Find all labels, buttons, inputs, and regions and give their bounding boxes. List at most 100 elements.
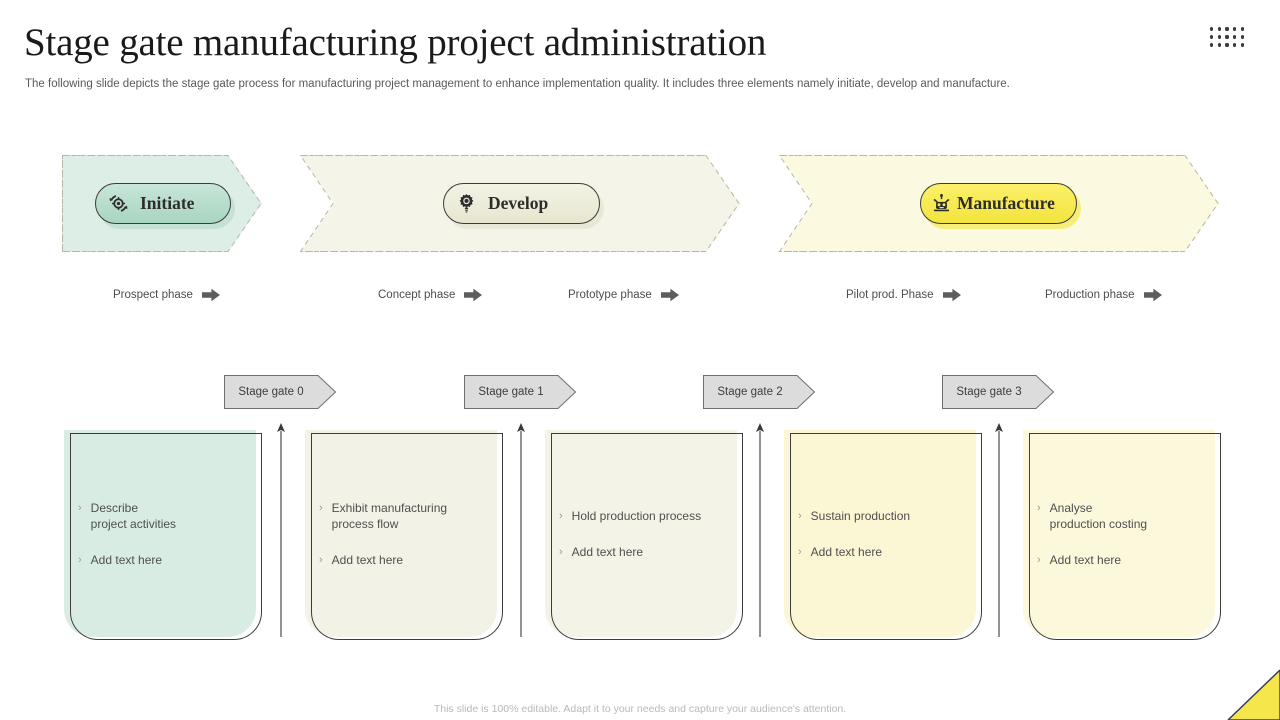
phase-label: Prototype phase bbox=[568, 289, 652, 301]
stage-gate-label: Stage gate 1 bbox=[478, 386, 544, 398]
stage-gate-body bbox=[942, 375, 1054, 409]
arrow-right-icon bbox=[942, 288, 961, 302]
chevron-right-bullet-icon: › bbox=[798, 545, 802, 558]
footer-note: This slide is 100% editable. Adapt it to… bbox=[433, 703, 847, 715]
bullet-text: Hold production process bbox=[571, 508, 702, 523]
stage-gate-body bbox=[464, 375, 576, 409]
chevron-right-bullet-icon: › bbox=[559, 545, 563, 558]
card-fill bbox=[1023, 430, 1215, 637]
stage-band-dashed-outline bbox=[62, 155, 262, 252]
list-item: › Describe project activities bbox=[78, 500, 242, 532]
chevron-right-bullet-icon: › bbox=[78, 553, 82, 566]
list-item: › Add text here bbox=[319, 552, 483, 568]
stage-band-dashed-outline bbox=[300, 155, 740, 252]
phase-item-prospect[interactable]: Prospect phase bbox=[113, 288, 220, 302]
page-title: Stage gate manufacturing project adminis… bbox=[24, 21, 767, 64]
bullet-text: Analyse production costing bbox=[1049, 500, 1148, 531]
stage-band-dashed-outline bbox=[779, 155, 1219, 252]
stage-gate-label: Stage gate 2 bbox=[717, 386, 783, 398]
stage-pill-manufacture[interactable]: Manufacture bbox=[920, 183, 1077, 224]
factory-robot-icon bbox=[933, 194, 950, 212]
bullet-text: Describe project activities bbox=[90, 500, 177, 531]
chevron-right-bullet-icon: › bbox=[798, 509, 802, 522]
stage-gate-outline bbox=[942, 375, 1054, 409]
card-fill bbox=[784, 430, 976, 637]
connector-arrow-1 bbox=[515, 423, 527, 637]
list-item: › Analyse production costing bbox=[1037, 500, 1201, 532]
list-item: › Add text here bbox=[78, 552, 242, 568]
connector-arrow-0 bbox=[275, 423, 287, 637]
arrow-right-icon bbox=[1143, 288, 1162, 302]
card-outline bbox=[790, 433, 982, 640]
process-gear-refresh-icon bbox=[109, 195, 128, 212]
chevron-right-bullet-icon: › bbox=[1037, 553, 1041, 566]
stage-gate-tag-2[interactable]: Stage gate 2 bbox=[703, 375, 815, 409]
card-body: › Describe project activities › Add text… bbox=[78, 430, 242, 637]
card-body: › Analyse production costing › Add text … bbox=[1037, 430, 1201, 637]
content-card-0[interactable]: › Describe project activities › Add text… bbox=[64, 430, 262, 640]
stage-gate-tag-0[interactable]: Stage gate 0 bbox=[224, 375, 336, 409]
phase-label: Production phase bbox=[1045, 289, 1135, 301]
stage-gate-body bbox=[224, 375, 336, 409]
connector-arrow-2 bbox=[754, 423, 766, 637]
list-item: › Add text here bbox=[1037, 552, 1201, 568]
phase-label: Prospect phase bbox=[113, 289, 193, 301]
list-item: › Exhibit manufacturing process flow bbox=[319, 500, 483, 532]
chevron-right-bullet-icon: › bbox=[559, 509, 563, 522]
phase-item-pilot-prod[interactable]: Pilot prod. Phase bbox=[846, 288, 961, 302]
corner-accent-triangle bbox=[1227, 669, 1280, 720]
card-outline bbox=[311, 433, 503, 640]
card-body: › Hold production process › Add text her… bbox=[559, 430, 723, 637]
bullet-text: Add text here bbox=[571, 544, 644, 559]
list-item: › Add text here bbox=[559, 544, 723, 560]
list-item: › Sustain production bbox=[798, 508, 962, 524]
stage-gate-body bbox=[703, 375, 815, 409]
list-item: › Add text here bbox=[798, 544, 962, 560]
gear-bulb-icon bbox=[459, 194, 474, 213]
phase-item-concept[interactable]: Concept phase bbox=[378, 288, 483, 302]
stage-gate-outline bbox=[703, 375, 815, 409]
chevron-right-bullet-icon: › bbox=[78, 501, 82, 514]
bullet-text: Exhibit manufacturing process flow bbox=[331, 500, 448, 531]
phase-item-prototype[interactable]: Prototype phase bbox=[568, 288, 679, 302]
content-card-3[interactable]: › Sustain production › Add text here bbox=[784, 430, 982, 640]
card-fill bbox=[545, 430, 737, 637]
stage-gate-tag-1[interactable]: Stage gate 1 bbox=[464, 375, 576, 409]
card-outline bbox=[1029, 433, 1221, 640]
chevron-right-bullet-icon: › bbox=[1037, 501, 1041, 514]
card-body: › Exhibit manufacturing process flow › A… bbox=[319, 430, 483, 637]
chevron-right-bullet-icon: › bbox=[319, 501, 323, 514]
card-fill bbox=[64, 430, 256, 637]
stage-pill-develop[interactable]: Develop bbox=[443, 183, 600, 224]
card-fill bbox=[305, 430, 497, 637]
arrow-right-icon bbox=[660, 288, 679, 302]
phase-item-production[interactable]: Production phase bbox=[1045, 288, 1162, 302]
stage-gate-tag-3[interactable]: Stage gate 3 bbox=[942, 375, 1054, 409]
stage-pill-label: Develop bbox=[488, 193, 549, 213]
grid-dots-icon[interactable] bbox=[1208, 25, 1246, 49]
stage-pill-initiate[interactable]: Initiate bbox=[95, 183, 231, 224]
phase-label: Pilot prod. Phase bbox=[846, 289, 934, 301]
bullet-text: Add text here bbox=[810, 544, 883, 559]
stage-gate-label: Stage gate 0 bbox=[238, 386, 304, 398]
card-outline bbox=[70, 433, 262, 640]
stage-pill-label: Manufacture bbox=[957, 193, 1055, 213]
bullet-text: Add text here bbox=[331, 552, 404, 567]
stage-gate-outline bbox=[224, 375, 336, 409]
arrow-right-icon bbox=[464, 288, 483, 302]
list-item: › Hold production process bbox=[559, 508, 723, 524]
content-card-1[interactable]: › Exhibit manufacturing process flow › A… bbox=[305, 430, 503, 640]
bullet-text: Sustain production bbox=[810, 508, 911, 523]
connector-arrow-3 bbox=[993, 423, 1005, 637]
content-card-4[interactable]: › Analyse production costing › Add text … bbox=[1023, 430, 1221, 640]
phase-label: Concept phase bbox=[378, 289, 456, 301]
stage-pill-label: Initiate bbox=[140, 193, 195, 213]
stage-gate-label: Stage gate 3 bbox=[956, 386, 1022, 398]
content-card-2[interactable]: › Hold production process › Add text her… bbox=[545, 430, 743, 640]
bullet-text: Add text here bbox=[1049, 552, 1122, 567]
card-body: › Sustain production › Add text here bbox=[798, 430, 962, 637]
chevron-right-bullet-icon: › bbox=[319, 553, 323, 566]
card-outline bbox=[551, 433, 743, 640]
page-subtitle: The following slide depicts the stage ga… bbox=[25, 78, 1010, 90]
